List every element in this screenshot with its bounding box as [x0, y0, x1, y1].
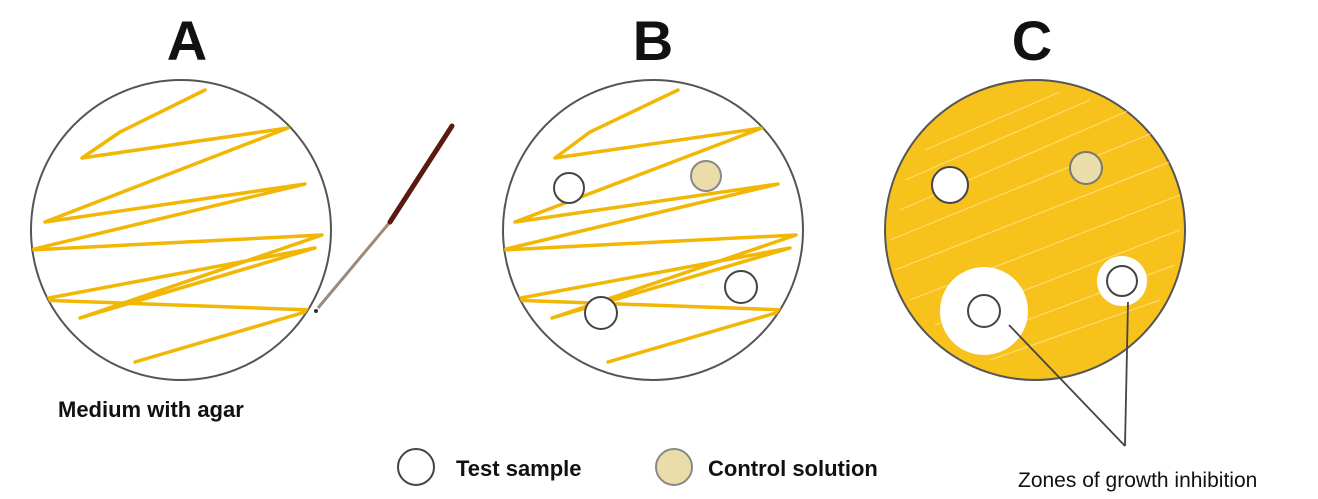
caption-medium-with-agar: Medium with agar: [58, 397, 244, 422]
panel-label-c: C: [1012, 9, 1052, 72]
test-sample-well: [931, 166, 969, 204]
petri-dish-c: [884, 79, 1186, 381]
test-sample-well: [724, 270, 758, 304]
test-sample-well: [553, 172, 585, 204]
zone-pointer-lines: [1008, 301, 1129, 447]
panel-label-b: B: [633, 9, 673, 72]
panel-label-a: A: [167, 9, 207, 72]
test-sample-well: [1106, 265, 1138, 297]
control-solution-well: [1069, 151, 1103, 185]
test-sample-well: [584, 296, 618, 330]
legend: Test sample Control solution: [397, 448, 878, 486]
legend-control-solution-swatch: [655, 448, 693, 486]
petri-dish-a: [30, 79, 332, 381]
legend-test-sample-label: Test sample: [456, 456, 582, 481]
test-sample-well: [967, 294, 1001, 328]
caption-zones-of-growth-inhibition: Zones of growth inhibition: [1018, 469, 1257, 492]
legend-control-solution-label: Control solution: [708, 456, 878, 481]
inoculating-swab-icon: [314, 123, 455, 313]
control-solution-well: [690, 160, 722, 192]
petri-dish-b: [502, 79, 804, 381]
legend-test-sample-swatch: [397, 448, 435, 486]
